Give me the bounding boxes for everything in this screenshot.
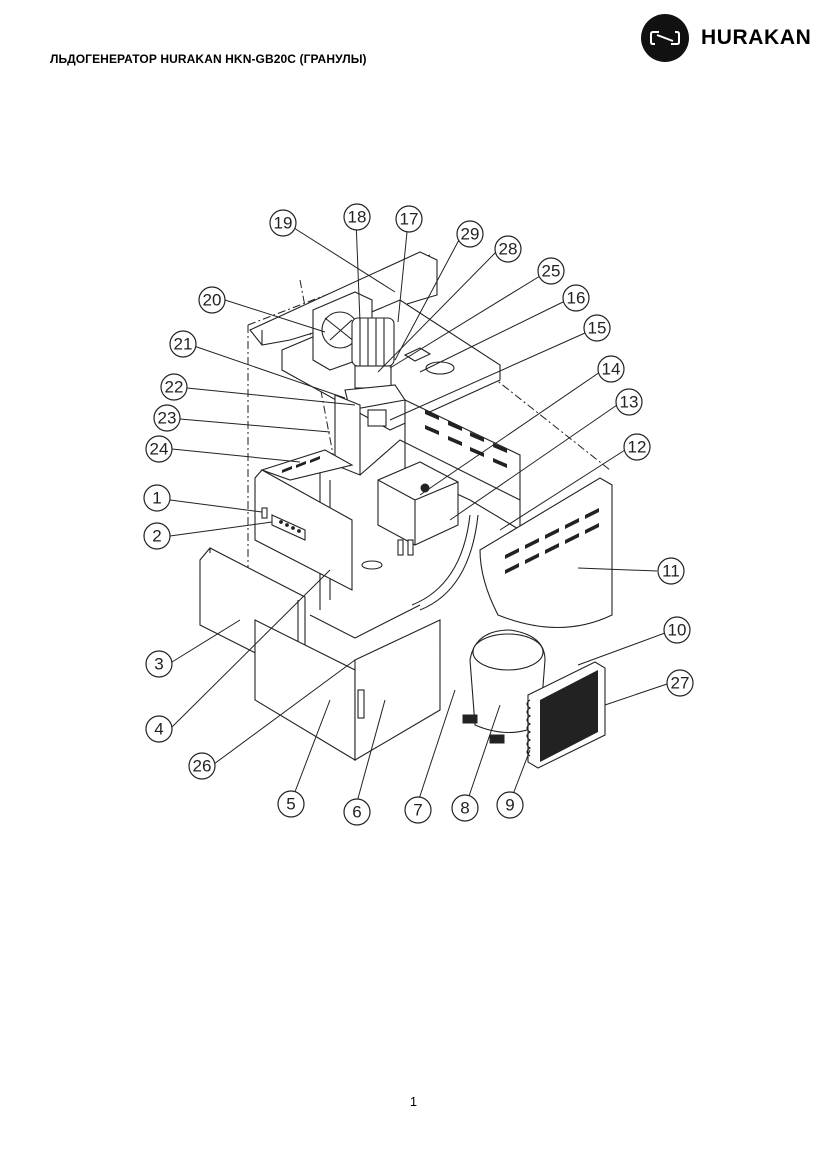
callout-18: 18 xyxy=(343,203,371,231)
callout-29: 29 xyxy=(456,220,484,248)
svg-text:16: 16 xyxy=(567,289,586,308)
svg-text:15: 15 xyxy=(588,319,607,338)
svg-text:8: 8 xyxy=(460,799,469,818)
callout-15: 15 xyxy=(583,314,611,342)
control-panel xyxy=(254,449,354,591)
callout-5: 5 xyxy=(277,790,305,818)
brand-name: HURAKAN xyxy=(701,26,812,49)
callout-4: 4 xyxy=(145,715,173,743)
svg-text:14: 14 xyxy=(602,360,621,379)
svg-text:12: 12 xyxy=(628,438,647,457)
callout-24: 24 xyxy=(145,435,173,463)
svg-text:28: 28 xyxy=(499,240,518,259)
callout-8: 8 xyxy=(451,794,479,822)
evaporator-assembly xyxy=(377,461,459,556)
callout-23: 23 xyxy=(153,404,181,432)
callout-10: 10 xyxy=(663,616,691,644)
svg-text:26: 26 xyxy=(193,757,212,776)
callout-3: 3 xyxy=(145,650,173,678)
callout-2: 2 xyxy=(143,522,171,550)
callout-19: 19 xyxy=(269,209,297,237)
callout-22: 22 xyxy=(160,373,188,401)
leader-lines xyxy=(169,219,668,803)
brand: HURAKAN xyxy=(641,14,811,62)
callout-27: 27 xyxy=(666,669,694,697)
svg-text:1: 1 xyxy=(152,489,161,508)
callout-12: 12 xyxy=(623,433,651,461)
svg-text:17: 17 xyxy=(400,210,419,229)
callout-7: 7 xyxy=(404,796,432,824)
svg-text:9: 9 xyxy=(505,796,514,815)
svg-text:22: 22 xyxy=(165,378,184,397)
svg-text:5: 5 xyxy=(286,795,295,814)
svg-text:6: 6 xyxy=(352,803,361,822)
callout-26: 26 xyxy=(188,752,216,780)
svg-text:25: 25 xyxy=(542,262,561,281)
svg-text:4: 4 xyxy=(154,720,163,739)
svg-text:20: 20 xyxy=(203,291,222,310)
svg-text:29: 29 xyxy=(461,225,480,244)
callout-20: 20 xyxy=(198,286,226,314)
callout-17: 17 xyxy=(395,205,423,233)
svg-text:24: 24 xyxy=(150,440,169,459)
callout-1: 1 xyxy=(143,484,171,512)
callout-28: 28 xyxy=(494,235,522,263)
svg-text:11: 11 xyxy=(662,562,680,581)
svg-text:10: 10 xyxy=(668,621,687,640)
callout-16: 16 xyxy=(562,284,590,312)
callout-6: 6 xyxy=(343,798,371,826)
page-number: 1 xyxy=(409,1094,418,1109)
condenser xyxy=(526,661,606,769)
compressor xyxy=(462,629,546,744)
svg-text:27: 27 xyxy=(671,674,690,693)
document-title: ЛЬДОГЕНЕРАТОР HURAKAN HKN-GB20C (ГРАНУЛЫ… xyxy=(50,52,367,66)
svg-text:18: 18 xyxy=(348,208,367,227)
hurakan-logo-icon xyxy=(641,14,689,62)
svg-text:21: 21 xyxy=(174,335,193,354)
svg-text:23: 23 xyxy=(158,409,177,428)
callout-9: 9 xyxy=(496,791,524,819)
svg-text:13: 13 xyxy=(620,393,639,412)
callout-25: 25 xyxy=(537,257,565,285)
svg-text:2: 2 xyxy=(152,527,161,546)
side-panel xyxy=(411,477,613,629)
callout-14: 14 xyxy=(597,355,625,383)
callout-21: 21 xyxy=(169,330,197,358)
callout-11: 11 xyxy=(657,557,685,585)
callout-13: 13 xyxy=(615,388,643,416)
svg-text:7: 7 xyxy=(413,801,422,820)
svg-text:3: 3 xyxy=(154,655,163,674)
lower-cabinet xyxy=(254,604,441,761)
svg-text:19: 19 xyxy=(274,214,293,233)
